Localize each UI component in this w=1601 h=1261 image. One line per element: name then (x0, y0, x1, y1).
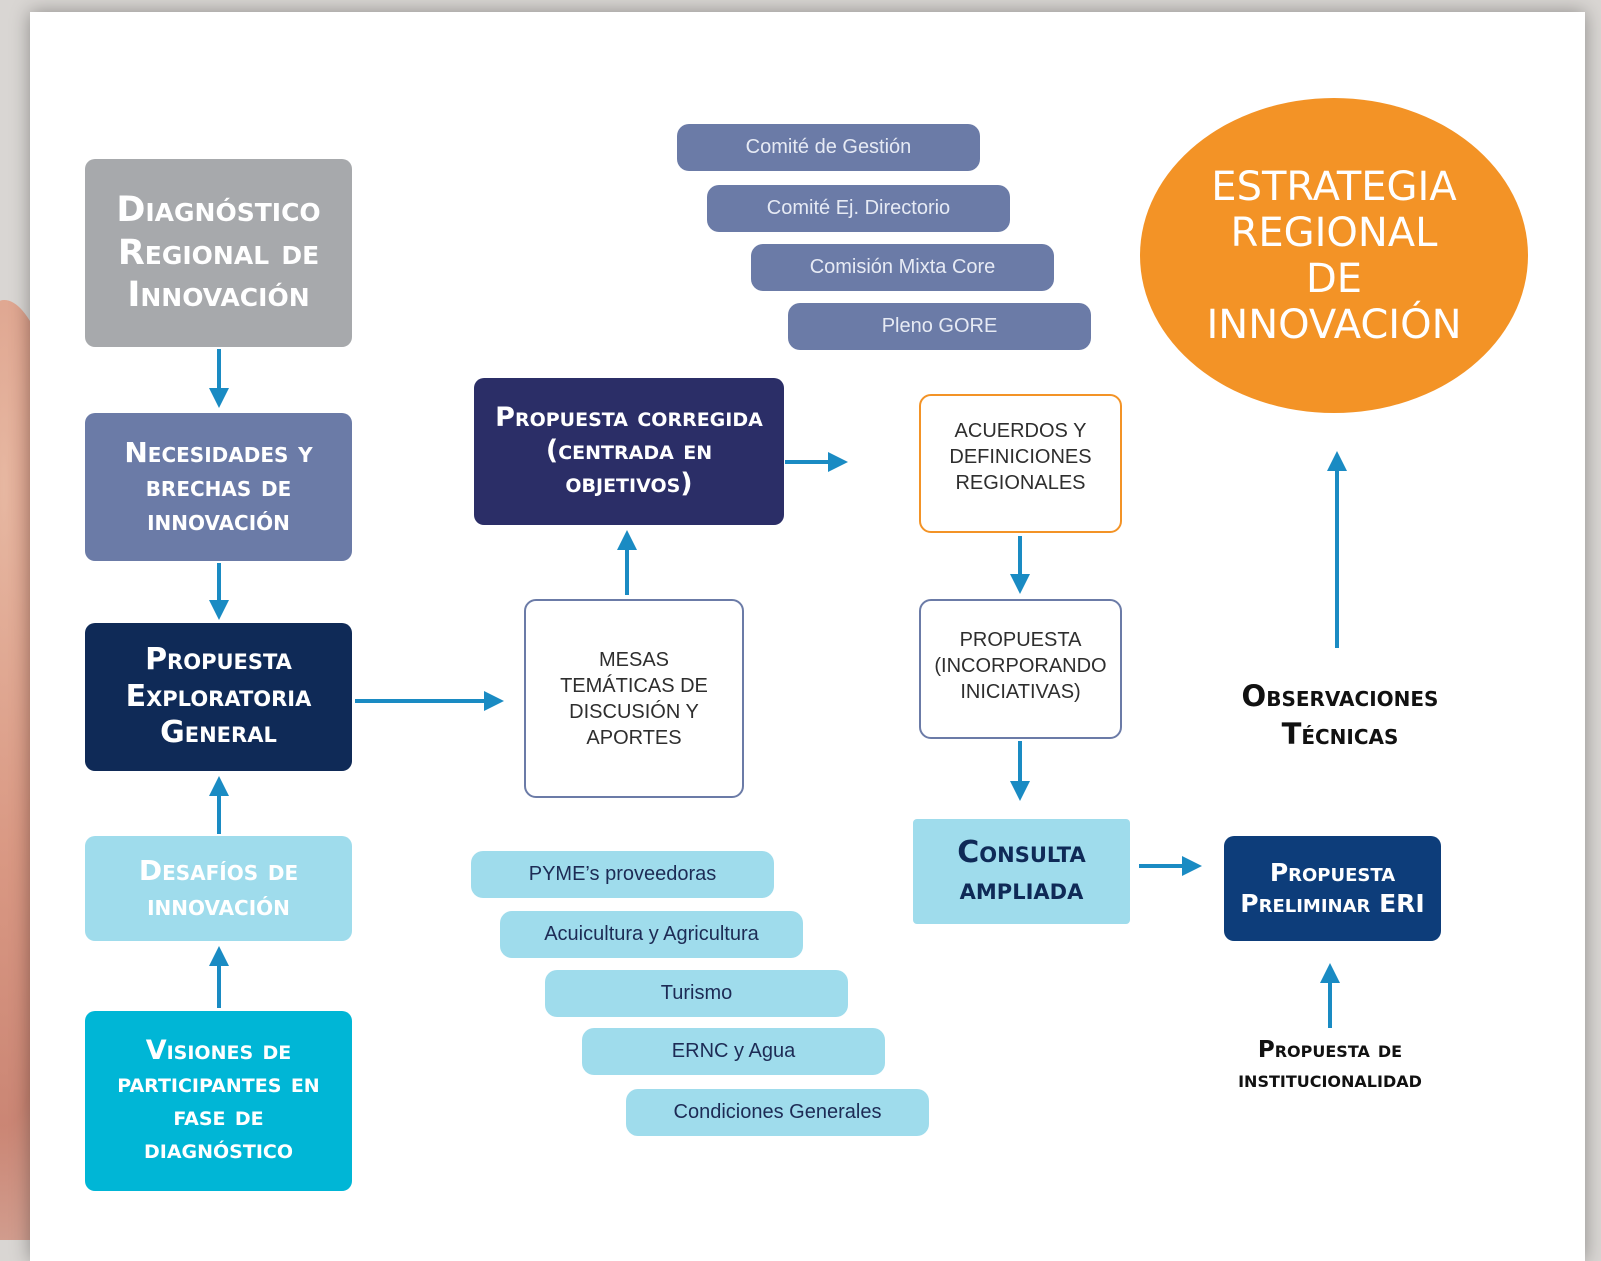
thematic-pill: Condiciones Generales (626, 1089, 929, 1136)
label-observaciones: Observaciones Técnicas (1200, 678, 1480, 753)
thematic-pill: Acuicultura y Agricultura (500, 911, 803, 958)
committee-label: Comité Ej. Directorio (766, 197, 951, 219)
label-institucionalidad-text: Propuesta de institucionalidad (1238, 1037, 1422, 1093)
thematic-label: PYME’s proveedoras (528, 863, 717, 885)
node-necesidades: Necesidades y brechas de innovación (85, 413, 352, 561)
committee-pill: Comité de Gestión (677, 124, 980, 171)
node-visiones-label: Visiones de participantes en fase de dia… (117, 1035, 320, 1165)
thematic-label: Turismo (660, 982, 733, 1004)
node-preliminar-label: Propuesta Preliminar ERI (1240, 858, 1425, 918)
node-estrategia: ESTRATEGIA REGIONAL DE INNOVACIÓN (1140, 98, 1528, 413)
node-desafios: Desafíos de innovación (85, 836, 352, 941)
committee-label: Comisión Mixta Core (809, 256, 996, 278)
node-exploratoria-label: Propuesta Exploratoria General (125, 642, 312, 751)
node-estrategia-label: ESTRATEGIA REGIONAL DE INNOVACIÓN (1206, 163, 1462, 348)
node-consulta-label: Consulta ampliada (957, 834, 1086, 907)
node-corregida-label: Propuesta corregida (centrada en objetiv… (495, 402, 763, 499)
node-propuesta-incorporando-label: Propuesta (incorporando iniciativas) (934, 629, 1107, 703)
node-preliminar: Propuesta Preliminar ERI (1224, 836, 1441, 941)
committee-pill: Comisión Mixta Core (751, 244, 1054, 291)
node-corregida: Propuesta corregida (centrada en objetiv… (474, 378, 784, 525)
node-diagnostico: Diagnóstico Regional de Innovación (85, 159, 352, 347)
node-mesas: Mesas temáticas de discusión y aportes (524, 599, 744, 798)
committee-pill: Comité Ej. Directorio (707, 185, 1010, 232)
node-acuerdos-label: Acuerdos y definiciones regionales (949, 420, 1092, 494)
thematic-label: Condiciones Generales (673, 1101, 882, 1123)
node-exploratoria: Propuesta Exploratoria General (85, 623, 352, 771)
node-mesas-label: Mesas temáticas de discusión y aportes (560, 648, 708, 749)
label-institucionalidad: Propuesta de institucionalidad (1180, 1036, 1480, 1096)
committee-label: Comité de Gestión (745, 136, 912, 158)
thematic-pill: ERNC y Agua (582, 1028, 885, 1075)
node-propuesta-incorporando: Propuesta (incorporando iniciativas) (919, 599, 1122, 739)
node-visiones: Visiones de participantes en fase de dia… (85, 1011, 352, 1191)
node-diagnostico-label: Diagnóstico Regional de Innovación (116, 189, 321, 316)
thematic-label: Acuicultura y Agricultura (544, 923, 759, 945)
thematic-pill: Turismo (545, 970, 848, 1017)
committee-pill: Pleno GORE (788, 303, 1091, 350)
label-observaciones-text: Observaciones Técnicas (1241, 679, 1439, 751)
node-acuerdos: Acuerdos y definiciones regionales (919, 394, 1122, 533)
thematic-label: ERNC y Agua (671, 1040, 796, 1062)
committee-label: Pleno GORE (881, 315, 998, 337)
node-desafios-label: Desafíos de innovación (138, 854, 299, 922)
node-necesidades-label: Necesidades y brechas de innovación (124, 435, 313, 538)
node-consulta: Consulta ampliada (913, 819, 1130, 924)
thematic-pill: PYME’s proveedoras (471, 851, 774, 898)
